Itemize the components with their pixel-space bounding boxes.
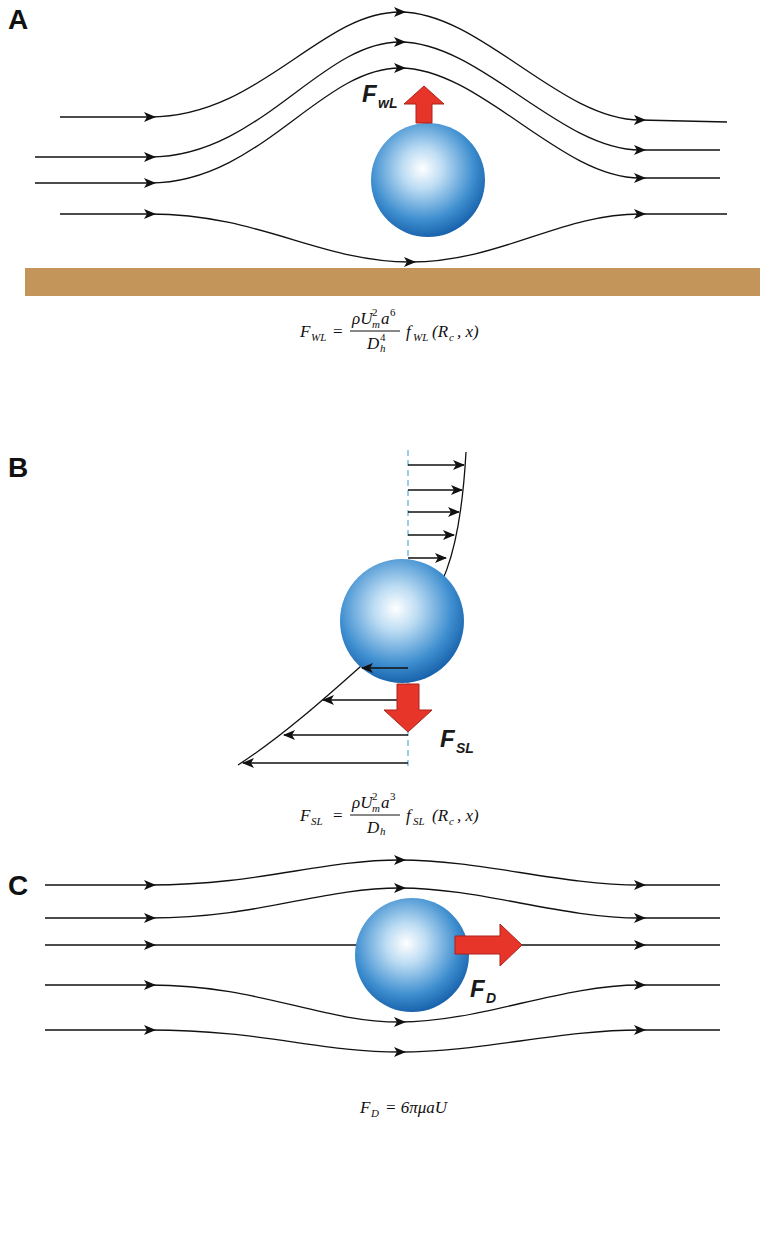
- formula-text: D: [367, 334, 379, 354]
- wall: [25, 268, 760, 296]
- fraction-bar: [350, 815, 400, 816]
- formula-exponent: 6: [390, 306, 396, 318]
- formula-text: (R: [432, 806, 448, 826]
- velocity-arrow: [284, 734, 408, 735]
- formula-text: ρU: [352, 309, 372, 329]
- formula-subscript: SL: [413, 815, 425, 827]
- formula-text: F: [300, 806, 310, 826]
- streamline: [60, 12, 727, 122]
- formula-text: ρU: [352, 793, 372, 813]
- formula-subscript: c: [449, 331, 454, 343]
- velocity-profile: [238, 452, 466, 765]
- formula-subscript: h: [380, 825, 386, 837]
- particle: [371, 123, 485, 237]
- formula-text: F: [360, 1098, 370, 1118]
- panel-letter: B: [8, 452, 28, 484]
- formula-subscript: D: [371, 1107, 379, 1119]
- force-label: F: [362, 80, 377, 108]
- formula-subscript: h: [380, 342, 386, 354]
- panel-letter: A: [8, 4, 28, 36]
- velocity-arrow: [408, 511, 459, 512]
- panel-a: [25, 12, 760, 331]
- formula-symbol: =: [333, 806, 343, 826]
- formula-text: D: [367, 818, 379, 838]
- particle: [355, 898, 469, 1012]
- velocity-arrow: [408, 534, 454, 535]
- force-subscript: SL: [456, 740, 474, 756]
- force-arrow: [404, 86, 444, 123]
- formula-subscript: WL: [413, 331, 428, 343]
- velocity-arrow: [362, 667, 408, 668]
- force-arrow: [455, 924, 522, 966]
- panel-b: [238, 450, 466, 815]
- formula-text: , x): [457, 806, 479, 826]
- velocity-arrow: [408, 557, 446, 558]
- formula-text: f: [406, 322, 411, 342]
- formula-subscript: WL: [311, 331, 326, 343]
- formula-subscript: c: [449, 815, 454, 827]
- formula-subscript: m: [372, 318, 380, 330]
- particle: [340, 559, 464, 683]
- formula-text: a: [381, 793, 390, 813]
- force-label: F: [470, 975, 485, 1003]
- formula-text: = 6πμaU: [385, 1098, 447, 1118]
- formula-text: a: [381, 309, 390, 329]
- fraction-bar: [350, 331, 400, 332]
- formula-text: (R: [432, 322, 448, 342]
- formula-subscript: SL: [311, 815, 323, 827]
- panel-c: [45, 860, 720, 1052]
- streamline: [45, 1030, 720, 1052]
- velocity-arrow: [408, 489, 462, 490]
- formula-text: f: [406, 806, 411, 826]
- formula-text: , x): [457, 322, 479, 342]
- velocity-arrow: [243, 762, 408, 763]
- force-subscript: D: [486, 990, 496, 1006]
- velocity-arrow: [323, 699, 408, 700]
- formula-exponent: 4: [380, 331, 386, 343]
- formula-symbol: =: [333, 322, 343, 342]
- force-arrow: [384, 684, 432, 732]
- streamline: [35, 42, 720, 157]
- force-label: F: [440, 725, 455, 753]
- force-subscript: wL: [378, 95, 397, 111]
- formula-text: F: [300, 322, 310, 342]
- formula-subscript: m: [372, 802, 380, 814]
- formula-exponent: 2: [372, 790, 378, 802]
- velocity-arrow: [408, 464, 464, 465]
- formula-exponent: 3: [390, 790, 396, 802]
- formula-exponent: 2: [372, 306, 378, 318]
- panel-letter: C: [8, 870, 28, 902]
- streamline: [45, 860, 720, 885]
